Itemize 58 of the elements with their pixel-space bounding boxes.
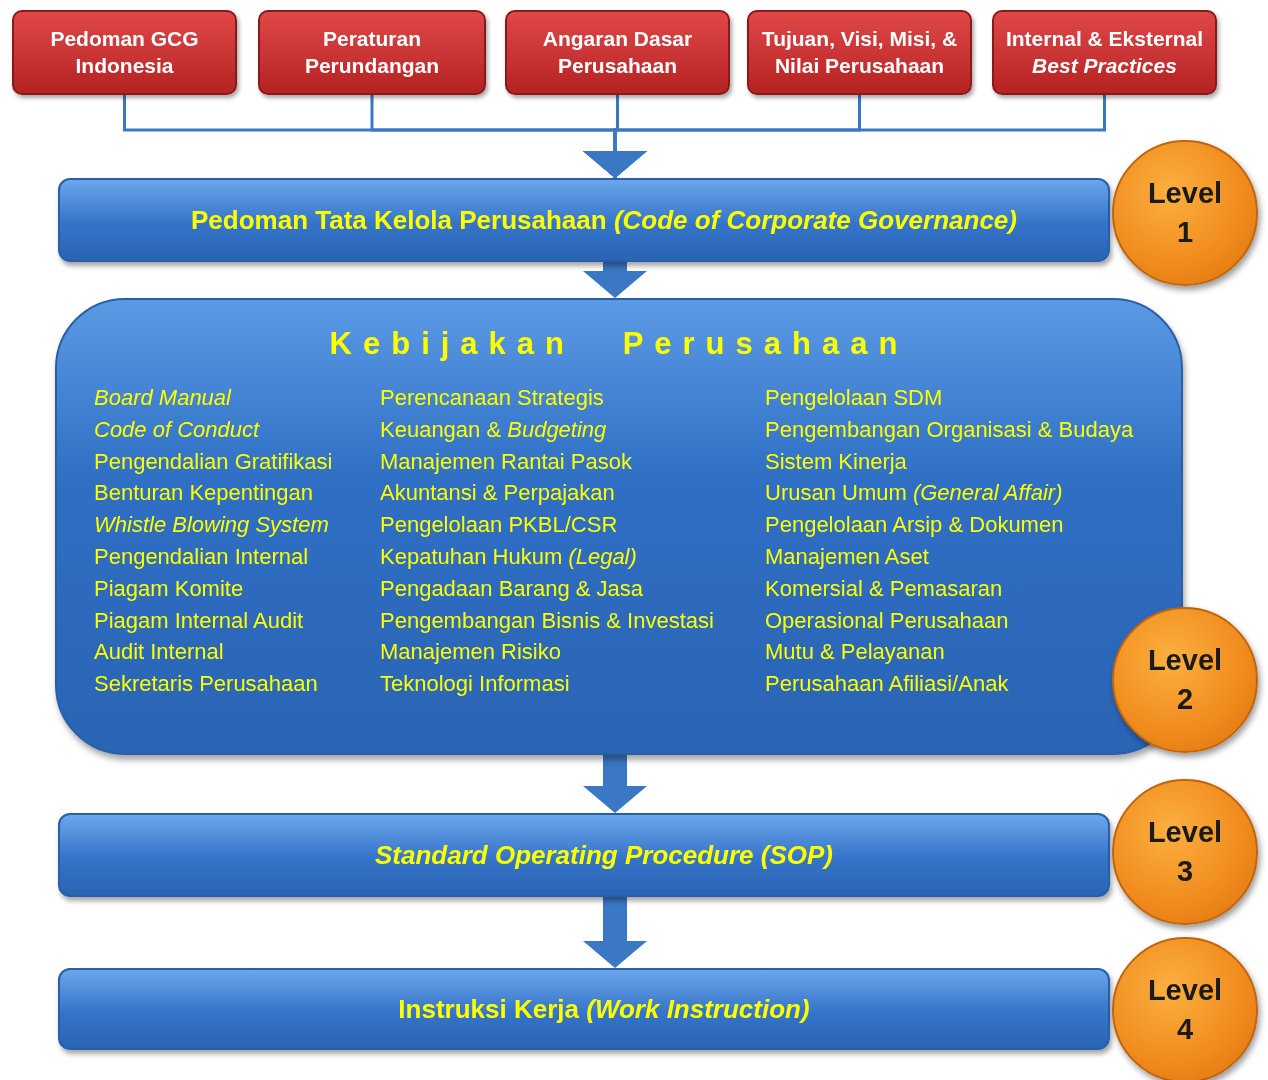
level-title: Pedoman Tata Kelola Perusahaan (Code of Corporate Governance) bbox=[191, 204, 1017, 236]
level-number: Level 1 bbox=[1146, 175, 1224, 250]
policy-item: Piagam Komite bbox=[94, 575, 244, 602]
source-box bbox=[992, 10, 1217, 95]
connector-arrow bbox=[583, 95, 1106, 178]
policy-item: Pengembangan Organisasi & Budaya bbox=[765, 416, 1134, 443]
policy-item: Manajemen Risiko bbox=[380, 639, 561, 666]
policy-item: Mutu & Pelayanan bbox=[765, 639, 945, 666]
source-box bbox=[747, 10, 972, 95]
policy-item: Pengendalian Internal bbox=[94, 544, 309, 570]
policy-item: Sistem Kinerja bbox=[765, 448, 907, 475]
policy-item: Sekretaris Perusahaan bbox=[94, 671, 318, 698]
policy-item: Code of Conduct bbox=[94, 416, 260, 443]
level-number: Level 3 bbox=[1146, 814, 1224, 889]
policy-item: Manajemen Aset bbox=[765, 544, 929, 570]
policy-item: Komersial & Pemasaran bbox=[765, 575, 1003, 602]
source-label: Peraturan Perundangan bbox=[303, 26, 441, 79]
source-box bbox=[12, 10, 237, 95]
source-label: Tujuan, Visi, Misi, & Nilai Perusahaan bbox=[760, 26, 959, 79]
policy-item: Pengadaan Barang & Jasa bbox=[380, 575, 643, 602]
level-badge bbox=[1112, 937, 1258, 1080]
connector-arrow bbox=[583, 262, 647, 298]
level-badge bbox=[1112, 779, 1258, 925]
policy-item: Manajemen Rantai Pasok bbox=[380, 448, 632, 475]
policy-item: Perencanaan Strategis bbox=[380, 385, 604, 411]
source-label: Internal & Eksternal Best Practices bbox=[1004, 26, 1205, 79]
connector-arrow bbox=[583, 897, 647, 968]
policy-item: Kepatuhan Hukum (Legal) bbox=[380, 544, 637, 570]
policy-item: Benturan Kepentingan bbox=[94, 480, 313, 507]
policy-item: Keuangan & Budgeting bbox=[380, 416, 607, 443]
level-number: Level 4 bbox=[1146, 972, 1224, 1047]
level-bar bbox=[58, 813, 1110, 897]
policy-item: Piagam Internal Audit bbox=[94, 607, 304, 634]
policy-item: Urusan Umum (General Affair) bbox=[765, 480, 1063, 507]
policy-item: Board Manual bbox=[94, 385, 231, 411]
policy-item: Teknologi Informasi bbox=[380, 671, 570, 698]
policy-item: Perusahaan Afiliasi/Anak bbox=[765, 671, 1009, 698]
source-box bbox=[505, 10, 730, 95]
policy-item: Pengelolaan SDM bbox=[765, 385, 943, 411]
policy-item: Pengembangan Bisnis & Investasi bbox=[380, 607, 714, 634]
level-bar bbox=[58, 968, 1110, 1050]
connector-arrow bbox=[583, 755, 647, 813]
policy-item: Audit Internal bbox=[94, 639, 224, 666]
policy-item: Pengendalian Gratifikasi bbox=[94, 448, 333, 475]
level-number: Level 2 bbox=[1146, 642, 1224, 717]
policy-item: Operasional Perusahaan bbox=[765, 607, 1009, 634]
policy-item: Akuntansi & Perpajakan bbox=[380, 480, 615, 507]
level-badge bbox=[1112, 140, 1258, 286]
source-label: Angaran Dasar Perusahaan bbox=[541, 26, 694, 79]
policy-item: Pengelolaan PKBL/CSR bbox=[380, 512, 618, 539]
level-title: Instruksi Kerja (Work Instruction) bbox=[398, 993, 810, 1025]
level-title: Standard Operating Procedure (SOP) bbox=[375, 839, 833, 871]
source-box bbox=[258, 10, 486, 95]
panel-heading: Kebijakan Perusahaan bbox=[329, 326, 909, 362]
level-bar bbox=[58, 178, 1110, 262]
policy-item: Whistle Blowing System bbox=[94, 512, 329, 539]
source-label: Pedoman GCG Indonesia bbox=[49, 26, 200, 79]
policy-item: Pengelolaan Arsip & Dokumen bbox=[765, 512, 1064, 539]
